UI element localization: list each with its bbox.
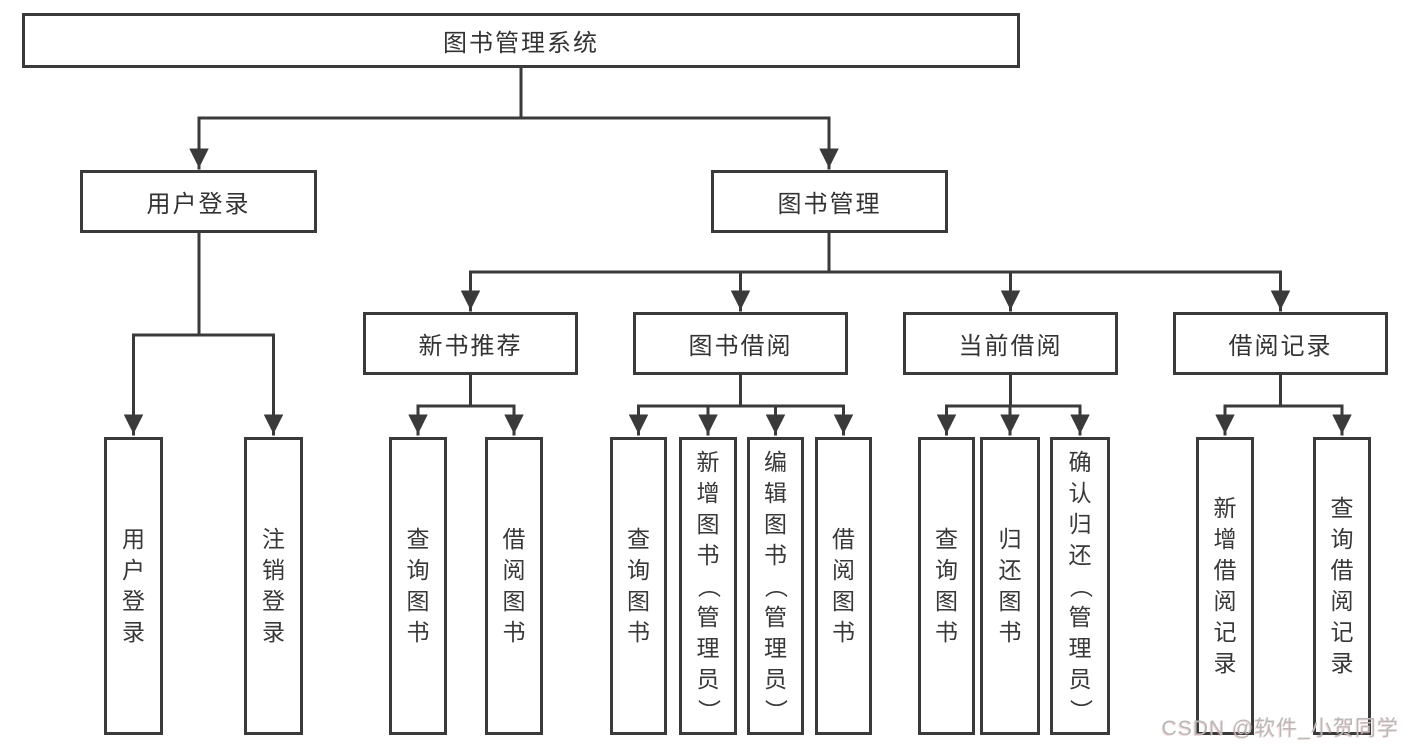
- node-book-borrow-label: 图书借阅: [688, 333, 793, 360]
- node-borrow-records-label: 借阅记录: [1228, 333, 1333, 360]
- leaf-records-add-record-label: 新增借阅记录: [1213, 495, 1237, 676]
- leaf-user-login-label: 用户登录: [122, 526, 145, 645]
- leaf-current-query-books-label: 查询图书: [935, 526, 958, 645]
- node-borrow-records: 借阅记录: [1173, 312, 1388, 375]
- node-user-login-label: 用户登录: [146, 191, 251, 218]
- leaf-logout: 注销登录: [244, 437, 303, 735]
- node-book-management: 图书管理: [711, 170, 948, 233]
- leaf-borrow-borrow-books: 借阅图书: [815, 437, 872, 735]
- leaf-borrow-add-books-admin-label: 新增图书（管理员）: [695, 448, 722, 722]
- leaf-records-query-record: 查询借阅记录: [1313, 437, 1371, 735]
- leaf-borrow-query-books-label: 查询图书: [627, 526, 650, 645]
- leaf-current-query-books: 查询图书: [918, 437, 975, 735]
- node-current-borrow: 当前借阅: [903, 312, 1118, 375]
- leaf-newbooks-query-books: 查询图书: [389, 437, 447, 735]
- node-new-book-recommend: 新书推荐: [363, 312, 578, 375]
- leaf-records-query-record-label: 查询借阅记录: [1330, 495, 1354, 676]
- node-library-system: 图书管理系统: [22, 13, 1020, 68]
- leaf-newbooks-query-books-label: 查询图书: [406, 526, 430, 645]
- node-current-borrow-label: 当前借阅: [958, 333, 1063, 360]
- leaf-borrow-query-books: 查询图书: [610, 437, 667, 735]
- node-library-system-label: 图书管理系统: [443, 30, 599, 57]
- leaf-current-confirm-return-admin: 确认归还（管理员）: [1050, 437, 1110, 735]
- leaf-current-confirm-return-admin-label: 确认归还（管理员）: [1067, 448, 1094, 722]
- csdn-watermark: CSDN @软件_小贺同学: [1161, 717, 1399, 740]
- leaf-borrow-edit-books-admin: 编辑图书（管理员）: [747, 437, 804, 735]
- leaf-logout-label: 注销登录: [262, 526, 285, 645]
- leaf-borrow-borrow-books-label: 借阅图书: [832, 526, 855, 645]
- node-user-login: 用户登录: [80, 170, 317, 233]
- node-new-book-recommend-label: 新书推荐: [418, 333, 523, 360]
- leaf-current-return-books-label: 归还图书: [998, 526, 1022, 645]
- leaf-newbooks-borrow-books-label: 借阅图书: [502, 526, 526, 645]
- node-book-management-label: 图书管理: [777, 191, 882, 218]
- node-book-borrow: 图书借阅: [633, 312, 848, 375]
- leaf-current-return-books: 归还图书: [980, 437, 1040, 735]
- leaf-borrow-edit-books-admin-label: 编辑图书（管理员）: [763, 448, 789, 722]
- leaf-borrow-add-books-admin: 新增图书（管理员）: [679, 437, 737, 735]
- leaf-newbooks-borrow-books: 借阅图书: [485, 437, 543, 735]
- leaf-records-add-record: 新增借阅记录: [1196, 437, 1254, 735]
- leaf-user-login: 用户登录: [104, 437, 163, 735]
